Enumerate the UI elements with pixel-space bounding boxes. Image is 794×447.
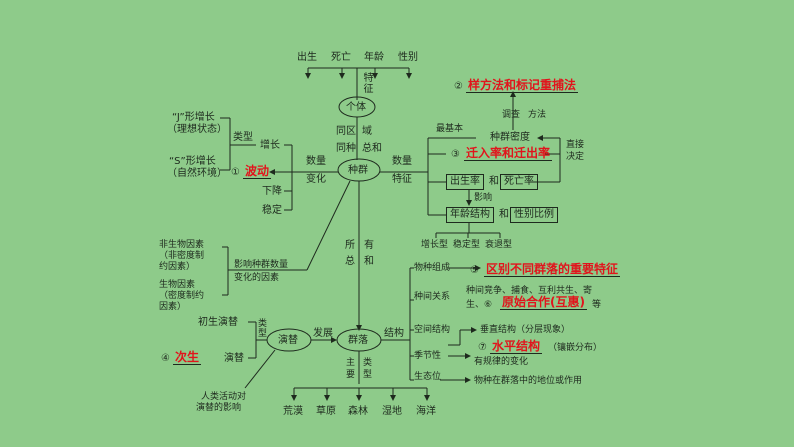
interaction-detail-1: 种间竞争、捕食、互利共生、寄 (466, 286, 593, 296)
coop-tail: 等 (592, 300, 602, 310)
horizontal-answer: 水平结构 (490, 339, 543, 354)
factors-label-1: 影响种群数量 (234, 260, 289, 270)
left-label-2: 变化 (306, 174, 326, 185)
trait-birth: 出生 (297, 52, 317, 63)
vertical: 垂直结构（分层现象） (480, 325, 571, 335)
age-structure-box: 年龄结构 (446, 207, 494, 223)
succession-types-label: 类型 (256, 318, 266, 338)
migration-answer: 迁入率和迁出率 (464, 146, 553, 161)
and-2: 和 (499, 209, 509, 220)
includes-4: 和 (364, 256, 374, 267)
population-node: 种群 (348, 165, 368, 176)
primary-succession: 初生演替 (198, 317, 238, 328)
link-chars-2: 同种 (336, 143, 356, 154)
j-curve-1: “J”形增长 (172, 112, 215, 123)
type-grassland: 草原 (316, 406, 336, 417)
interaction: 种间关系 (414, 292, 451, 302)
community-node: 群落 (348, 335, 368, 346)
birth-rate-box: 出生率 (446, 174, 484, 190)
left-label-1: 数量 (306, 156, 326, 167)
fluctuation-answer: 波动 (243, 164, 272, 179)
and-1: 和 (489, 176, 499, 187)
trait-death: 死亡 (331, 52, 351, 63)
trait-sex: 性别 (398, 52, 418, 63)
main-types-label-1: 主 (346, 358, 356, 368)
biotic-1: 生物因素 (159, 280, 196, 290)
includes-3: 有 (364, 240, 374, 251)
influence-label: 影响 (474, 193, 493, 203)
human-2: 演替的影响 (196, 403, 242, 413)
human-1: 人类活动对 (201, 392, 247, 402)
link-chars-4: 总和 (362, 143, 382, 154)
biotic-2: （密度制约 (159, 291, 205, 301)
age-type-growth: 增长型 (421, 240, 449, 250)
method-num: ② (454, 81, 463, 92)
main-types-label-3: 类 (363, 358, 373, 368)
link-chars-3: 域 (362, 126, 372, 137)
coop-answer: 原始合作(互惠) (500, 295, 587, 310)
horizontal-num: ⑦ (478, 342, 487, 353)
composition: 物种组成 (414, 263, 451, 273)
right-label-2: 特征 (392, 174, 412, 185)
age-type-decline: 衰退型 (485, 240, 513, 250)
distinguish-answer: 区别不同群落的重要特征 (484, 262, 621, 277)
seasonal-detail: 有规律的变化 (474, 357, 529, 367)
density-node: 种群密度 (490, 132, 530, 143)
fluctuation-num: ① (231, 167, 240, 178)
develop-label: 发展 (313, 328, 333, 339)
trait-label: 特征 (361, 72, 372, 94)
secondary-answer: 次生 (173, 350, 202, 365)
distinguish-num: ⑤ (470, 265, 479, 276)
abiotic-3: 约因素） (159, 262, 196, 272)
survey-label-1: 调查 (502, 110, 521, 120)
s-curve-1: “S”形增长 (169, 156, 216, 167)
biotic-3: 因素） (159, 302, 187, 312)
types-label: 类型 (233, 132, 253, 143)
type-forest: 森林 (348, 406, 368, 417)
direct-2: 决定 (566, 152, 585, 162)
migration-num: ③ (451, 149, 460, 160)
main-types-label-2: 要 (346, 370, 356, 380)
type-wetland: 湿地 (382, 406, 402, 417)
includes-1: 所 (345, 240, 355, 251)
interaction-detail-2: 生、⑥ (466, 300, 493, 310)
stable-node: 稳定 (262, 205, 282, 216)
main-types-label-4: 型 (363, 370, 373, 380)
niche-detail: 物种在群落中的地位或作用 (474, 376, 583, 386)
right-label-1: 数量 (392, 156, 412, 167)
type-desert: 荒漠 (283, 406, 303, 417)
horizontal-tail: （镶嵌分布） (548, 343, 603, 353)
succession-node: 演替 (278, 335, 298, 346)
direct-1: 直接 (566, 140, 585, 150)
secondary-tail: 演替 (224, 353, 244, 364)
s-curve-2: （自然环境） (167, 168, 227, 179)
individual-node: 个体 (346, 102, 366, 113)
seasonal: 季节性 (414, 351, 442, 361)
link-chars-1: 同区 (336, 126, 356, 137)
spatial: 空间结构 (414, 325, 451, 335)
j-curve-2: （理想状态） (167, 124, 227, 135)
survey-label-2: 方法 (528, 110, 547, 120)
trait-age: 年龄 (364, 52, 384, 63)
includes-2: 总 (345, 256, 355, 267)
niche: 生态位 (414, 372, 442, 382)
method-answer: 样方法和标记重捕法 (466, 78, 579, 93)
type-ocean: 海洋 (416, 406, 436, 417)
basic-label: 最基本 (436, 124, 464, 134)
decline-node: 下降 (262, 186, 282, 197)
death-rate-box: 死亡率 (500, 174, 538, 190)
growth-node: 增长 (260, 140, 280, 151)
secondary-num: ④ (161, 353, 170, 364)
factors-label-2: 变化的因素 (234, 273, 280, 283)
sex-ratio-box: 性别比例 (510, 207, 558, 223)
abiotic-2: （非密度制 (159, 251, 205, 261)
structure-label: 结构 (384, 328, 404, 339)
abiotic-1: 非生物因素 (159, 240, 205, 250)
age-type-stable: 稳定型 (453, 240, 481, 250)
